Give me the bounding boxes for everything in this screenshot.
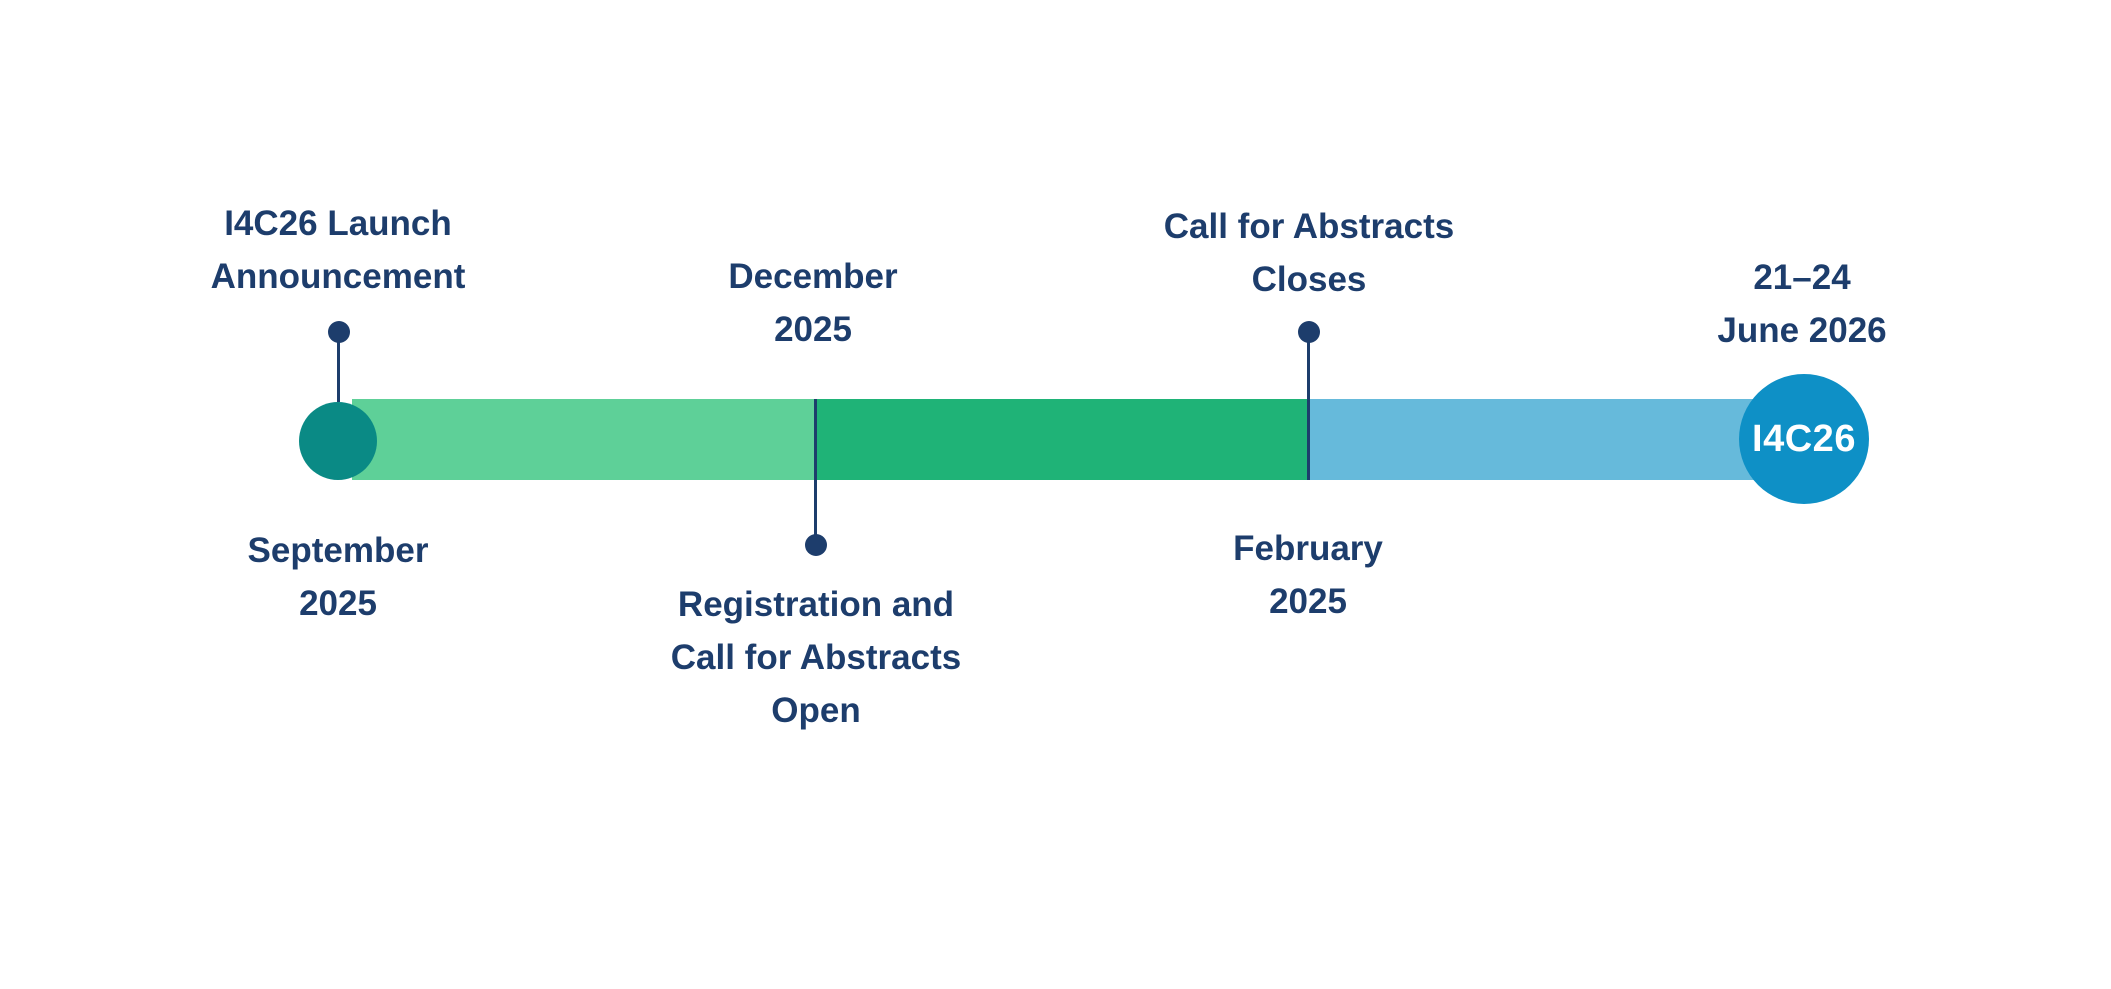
milestone-launch-date: September 2025	[58, 524, 618, 630]
start-circle	[299, 402, 377, 480]
milestone-dot-closes	[1298, 321, 1320, 343]
milestone-closes-title: Call for Abstracts Closes	[1029, 200, 1589, 306]
connector-line-closes	[1307, 332, 1310, 480]
label-line: June 2026	[1717, 311, 1887, 350]
segment-phase-3	[1310, 399, 1810, 480]
milestone-closes-date: February 2025	[1028, 522, 1588, 628]
label-line: 21–24	[1753, 258, 1851, 297]
connector-line-registration	[814, 399, 817, 545]
milestone-registration-date: December 2025	[533, 250, 1093, 356]
label-line: Closes	[1251, 260, 1367, 299]
label-line: Call for Abstracts	[670, 638, 962, 677]
milestone-dot-registration	[805, 534, 827, 556]
label-line: Registration and	[677, 585, 955, 624]
segment-phase-1	[352, 399, 816, 480]
milestone-launch-title: I4C26 Launch Announcement	[58, 197, 618, 303]
event-circle: I4C26	[1739, 374, 1869, 504]
timeline-bar	[352, 399, 1810, 480]
milestone-registration-title: Registration and Call for Abstracts Open	[536, 578, 1096, 737]
label-line: I4C26 Launch	[224, 204, 452, 243]
label-line: 2025	[774, 310, 852, 349]
label-line: 2025	[299, 584, 377, 623]
connector-line-launch	[337, 332, 340, 402]
segment-phase-2	[816, 399, 1310, 480]
label-line: February	[1233, 529, 1383, 568]
label-line: Open	[771, 691, 861, 730]
label-line: 2025	[1269, 582, 1347, 621]
label-line: September	[247, 531, 429, 570]
event-badge-label: I4C26	[1752, 417, 1856, 460]
milestone-event-date: 21–24 June 2026	[1522, 251, 2082, 357]
label-line: Announcement	[210, 257, 466, 296]
label-line: December	[728, 257, 898, 296]
milestone-dot-launch	[328, 321, 350, 343]
label-line: Call for Abstracts	[1163, 207, 1455, 246]
